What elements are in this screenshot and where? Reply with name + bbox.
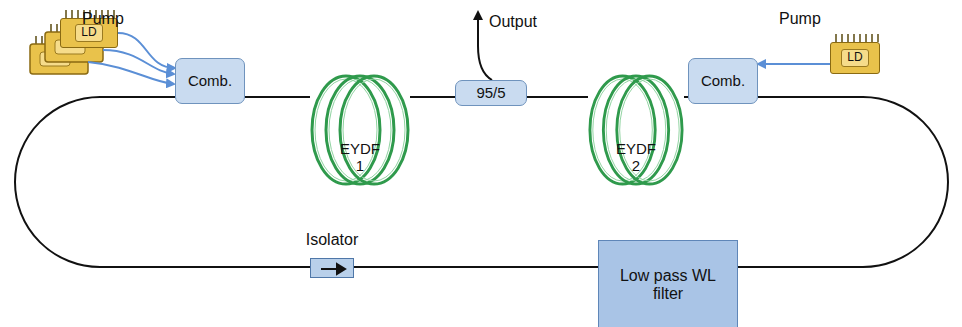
ld-pins: [836, 34, 878, 42]
node-text: 95/5: [476, 84, 505, 101]
pump-arrow: [118, 33, 175, 68]
combiner-box: Comb.: [688, 58, 758, 104]
pump-arrow: [103, 50, 174, 74]
pump-label: Pump: [82, 10, 124, 28]
fiber-line: [410, 96, 455, 98]
fiber-line: [738, 97, 948, 267]
output-label: Output: [489, 13, 537, 31]
combiner-box: Comb.: [175, 58, 245, 104]
node-text: Comb.: [188, 72, 232, 89]
coupler-box: 95/5: [455, 80, 527, 106]
node-text: LD: [841, 49, 868, 67]
fiber-coil: EYDF 1: [310, 72, 410, 186]
node-text: Isolator: [306, 231, 358, 249]
fiber-line: [245, 96, 310, 98]
node-text: Comb.: [701, 72, 745, 89]
node-text: EYDF 2: [614, 140, 658, 175]
filter-box: Low pass WL filter: [598, 240, 738, 327]
node-text: EYDF 1: [338, 140, 382, 175]
laser-diode: LD: [830, 42, 880, 74]
isolator-box: Isolator: [310, 258, 354, 278]
fiber-coil: EYDF 2: [588, 72, 684, 186]
fiber-line: [354, 266, 598, 268]
fiber-line: [15, 97, 310, 267]
isolator-arrow: [311, 259, 355, 279]
fiber-line: [527, 96, 588, 98]
node-text: Low pass WL filter: [618, 267, 718, 304]
pump-label: Pump: [779, 10, 821, 28]
pump-arrow: [758, 63, 830, 65]
